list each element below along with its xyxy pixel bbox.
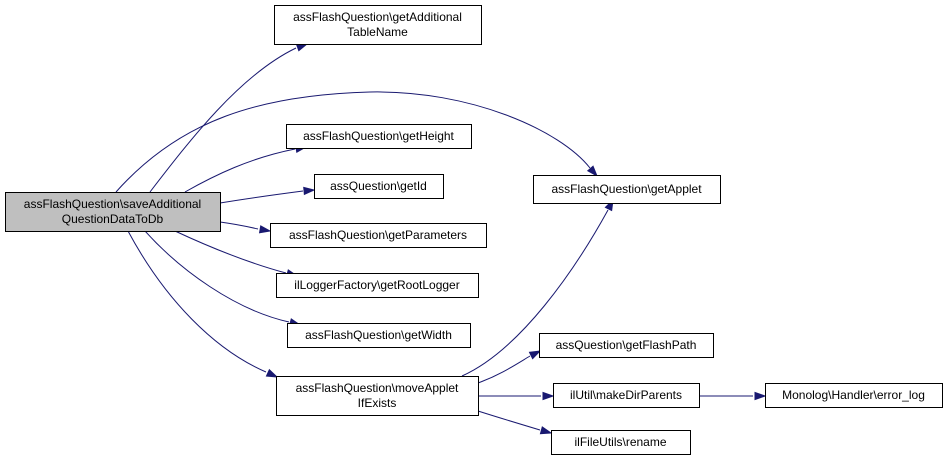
node-label: assQuestion\getId	[330, 179, 427, 193]
edge-line	[477, 355, 531, 384]
node-box	[314, 174, 444, 199]
arrowhead-icon	[295, 43, 309, 52]
node-label: assFlashQuestion\saveAdditional	[24, 197, 201, 211]
edge-line	[219, 221, 259, 230]
edge-moveAppletIfExists-to-getFlashPath	[477, 350, 542, 384]
edge-makeDirParents-to-error_log	[698, 391, 767, 401]
node-label: assFlashQuestion\getHeight	[303, 129, 454, 143]
edge-line	[127, 230, 267, 373]
node-label: TableName	[347, 25, 408, 39]
arrowhead-icon	[265, 368, 279, 378]
node-box	[539, 333, 714, 358]
node-label: QuestionDataToDb	[62, 212, 164, 226]
node-box	[276, 273, 479, 298]
node-box	[551, 430, 691, 455]
edge-line	[144, 230, 290, 323]
edge-line	[115, 91, 591, 193]
node-box	[287, 323, 471, 348]
node-box	[276, 376, 479, 416]
edge-line	[219, 190, 304, 204]
node-box	[553, 383, 700, 408]
node-error_log[interactable]: Monolog\Handler\error_log	[765, 383, 943, 408]
node-rename[interactable]: ilFileUtils\rename	[551, 430, 691, 455]
edge-layer	[115, 43, 767, 435]
node-label: Monolog\Handler\error_log	[782, 388, 925, 402]
arrowhead-icon	[754, 391, 767, 401]
edge-moveAppletIfExists-to-rename	[477, 410, 553, 435]
arrowhead-icon	[528, 350, 542, 360]
node-makeDirParents[interactable]: ilUtil\makeDirParents	[553, 383, 700, 408]
node-label: assFlashQuestion\getWidth	[305, 328, 452, 342]
edge-line	[174, 230, 287, 274]
node-box	[5, 192, 221, 232]
arrowhead-icon	[586, 165, 598, 178]
node-getFlashPath[interactable]: assQuestion\getFlashPath	[539, 333, 714, 358]
node-label: ilLoggerFactory\getRootLogger	[294, 278, 459, 292]
node-label: ilUtil\makeDirParents	[570, 388, 682, 402]
edge-line	[149, 47, 297, 193]
edge-root-to-moveAppletIfExists	[127, 230, 279, 378]
edge-root-to-getParameters	[219, 221, 272, 234]
node-getHeight[interactable]: assFlashQuestion\getHeight	[286, 124, 472, 149]
edge-moveAppletIfExists-to-makeDirParents	[477, 391, 555, 401]
node-layer: assFlashQuestion\saveAdditionalQuestionD…	[5, 5, 943, 455]
node-box	[533, 175, 721, 204]
node-label: assQuestion\getFlashPath	[556, 338, 697, 352]
node-label: assFlashQuestion\getApplet	[551, 182, 702, 196]
arrowhead-icon	[258, 225, 272, 234]
node-label: ilFileUtils\rename	[574, 435, 666, 449]
node-label: assFlashQuestion\getAdditional	[293, 10, 462, 24]
edge-root-to-getApplet	[115, 91, 598, 193]
edge-line	[477, 410, 541, 431]
node-label: assFlashQuestion\moveApplet	[296, 381, 459, 395]
node-label: assFlashQuestion\getParameters	[289, 228, 467, 242]
edge-line	[461, 209, 609, 377]
arrowhead-icon	[542, 391, 555, 401]
node-getParameters[interactable]: assFlashQuestion\getParameters	[270, 223, 487, 248]
node-root[interactable]: assFlashQuestion\saveAdditionalQuestionD…	[5, 192, 221, 232]
node-box	[286, 124, 472, 149]
node-getId[interactable]: assQuestion\getId	[314, 174, 444, 199]
node-getRootLogger[interactable]: ilLoggerFactory\getRootLogger	[276, 273, 479, 298]
node-box	[270, 223, 487, 248]
edge-root-to-getHeight	[184, 144, 308, 193]
edge-line	[184, 148, 296, 193]
node-box	[765, 383, 943, 408]
node-box	[274, 5, 482, 45]
edge-root-to-getId	[219, 186, 316, 204]
node-label: IfExists	[358, 396, 397, 410]
node-getApplet[interactable]: assFlashQuestion\getApplet	[533, 175, 721, 204]
node-getWidth[interactable]: assFlashQuestion\getWidth	[287, 323, 471, 348]
arrowhead-icon	[303, 186, 316, 196]
arrowhead-icon	[539, 426, 553, 435]
